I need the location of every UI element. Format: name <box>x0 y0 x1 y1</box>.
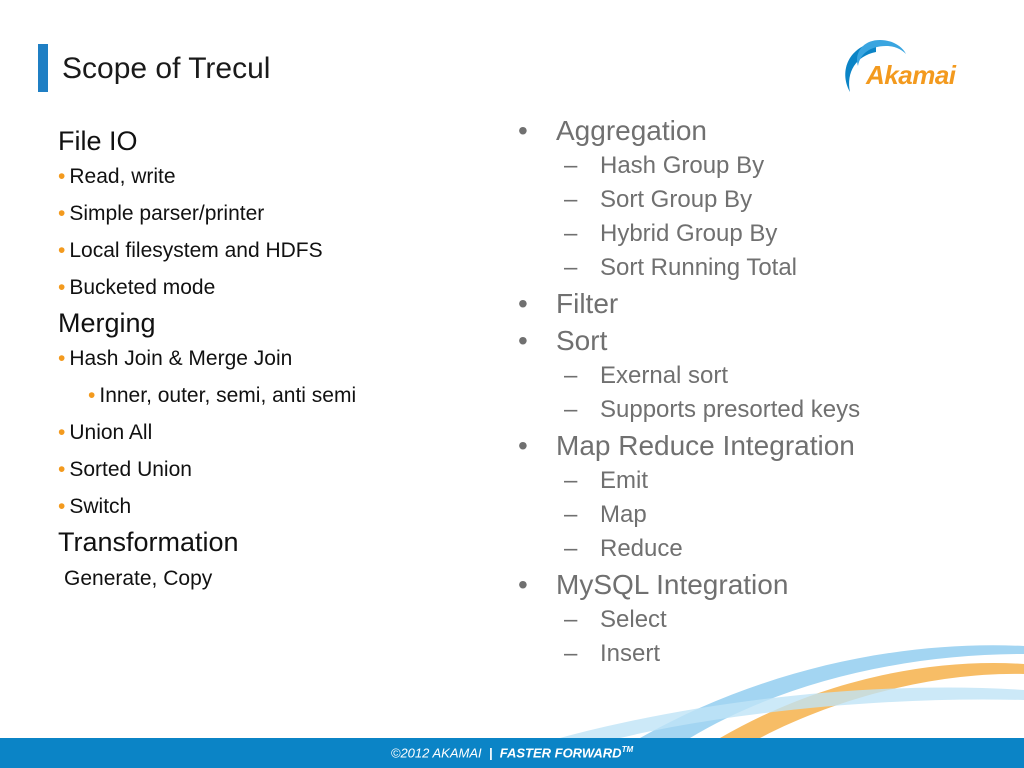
footer-trademark: TM <box>621 745 634 754</box>
section-plain-text: Generate, Copy <box>64 567 213 590</box>
title-accent-bar <box>38 44 48 92</box>
dash-icon: – <box>564 152 578 179</box>
list-item: •Local filesystem and HDFS <box>58 232 478 269</box>
list-item: • Filter <box>518 285 998 322</box>
sub-list-item: –Emit <box>518 464 998 498</box>
sub-list-item-text: Hybrid Group By <box>600 220 778 247</box>
section-heading: Merging <box>58 308 156 338</box>
list-item: • Sort <box>518 322 998 359</box>
footer-separator: | <box>488 745 493 761</box>
bullet-icon: • <box>58 276 66 299</box>
sub-list-item: –Sort Running Total <box>518 251 998 285</box>
sub-list-item: –Map <box>518 498 998 532</box>
list-item: •Union All <box>58 414 478 451</box>
dash-icon: – <box>564 501 578 528</box>
list-item: •Hash Join & Merge Join <box>58 340 478 377</box>
list-item-text: Map Reduce Integration <box>556 430 855 461</box>
footer-text: ©2012 AKAMAI | FASTER FORWARDTM <box>0 745 1024 760</box>
dash-icon: – <box>564 535 578 562</box>
dash-icon: – <box>564 220 578 247</box>
sub-list-item-text: Sort Group By <box>600 186 753 213</box>
list-item: • Aggregation <box>518 112 998 149</box>
bullet-icon: • <box>518 430 528 461</box>
bullet-icon: • <box>58 202 66 225</box>
left-column: File IO•Read, write•Simple parser/printe… <box>58 124 478 599</box>
dash-icon: – <box>564 362 578 389</box>
sub-list-item-text: Reduce <box>600 535 683 562</box>
sub-list-item: –Hybrid Group By <box>518 217 998 251</box>
bullet-icon: • <box>518 115 528 146</box>
sub-list-item-text: Exernal sort <box>600 362 729 389</box>
bullet-icon: • <box>518 288 528 319</box>
dash-icon: – <box>564 396 578 423</box>
sub-list-item-text: Supports presorted keys <box>600 396 861 423</box>
sub-list-item-text: Select <box>600 606 667 633</box>
list-item: •Bucketed mode <box>58 269 478 306</box>
bullet-icon: • <box>58 165 66 188</box>
list-item-text: MySQL Integration <box>556 569 789 600</box>
list-item: • MySQL Integration <box>518 566 998 603</box>
bullet-icon: • <box>58 495 66 518</box>
bullet-icon: • <box>58 347 66 370</box>
dash-icon: – <box>564 186 578 213</box>
list-item-text: Aggregation <box>556 115 708 146</box>
bullet-icon: • <box>518 569 528 600</box>
list-item-text: Filter <box>556 288 619 319</box>
bullet-icon: • <box>88 384 96 407</box>
dash-icon: – <box>564 640 578 667</box>
akamai-swirl-icon <box>845 40 906 92</box>
sub-list-item-text: Sort Running Total <box>600 254 798 281</box>
decorative-swoosh <box>560 645 1024 738</box>
sub-list-item: –Sort Group By <box>518 183 998 217</box>
list-item: •Sorted Union <box>58 451 478 488</box>
list-item-text: Local filesystem and HDFS <box>69 239 323 262</box>
sub-list-item: –Supports presorted keys <box>518 393 998 427</box>
sub-list-item: –Insert <box>518 637 998 671</box>
list-item-text: Sorted Union <box>69 458 192 481</box>
sub-list-item: –Hash Group By <box>518 149 998 183</box>
list-item-text: Union All <box>69 421 153 444</box>
sub-list-item: –Select <box>518 603 998 637</box>
slide-title: Scope of Trecul <box>62 52 271 85</box>
dash-icon: – <box>564 467 578 494</box>
bullet-icon: • <box>58 421 66 444</box>
bullet-icon: • <box>58 239 66 262</box>
dash-icon: – <box>564 254 578 281</box>
list-item: •Inner, outer, semi, anti semi <box>58 377 478 414</box>
bullet-icon: • <box>58 458 66 481</box>
sub-list-item-text: Insert <box>600 640 661 667</box>
section-heading: File IO <box>58 126 138 156</box>
sub-list-item: –Exernal sort <box>518 359 998 393</box>
list-item: • Map Reduce Integration <box>518 427 998 464</box>
list-item: •Switch <box>58 488 478 525</box>
list-item: •Read, write <box>58 158 478 195</box>
list-item: •Simple parser/printer <box>58 195 478 232</box>
sub-list-item-text: Hash Group By <box>600 152 765 179</box>
list-item-text: Switch <box>69 495 132 518</box>
footer-copyright: ©2012 AKAMAI <box>390 745 482 761</box>
list-item-text: Hash Join & Merge Join <box>69 347 293 370</box>
list-item-text: Sort <box>556 325 608 356</box>
sub-list-item-text: Emit <box>600 467 648 494</box>
footer-bar: ©2012 AKAMAI | FASTER FORWARDTM <box>0 738 1024 768</box>
dash-icon: – <box>564 606 578 633</box>
section-heading: Transformation <box>58 527 239 557</box>
footer-tagline: FASTER FORWARD <box>499 745 622 761</box>
sub-list-item-text: Map <box>600 501 647 528</box>
list-item-text: Simple parser/printer <box>69 202 265 225</box>
bullet-icon: • <box>518 325 528 356</box>
akamai-logo-text: Akamai <box>866 60 956 90</box>
sub-list-item: –Reduce <box>518 532 998 566</box>
list-item-text: Read, write <box>69 165 176 188</box>
list-item-text: Inner, outer, semi, anti semi <box>99 384 357 407</box>
right-column: •Aggregation–Hash Group By–Sort Group By… <box>518 112 998 671</box>
list-item-text: Bucketed mode <box>69 276 216 299</box>
